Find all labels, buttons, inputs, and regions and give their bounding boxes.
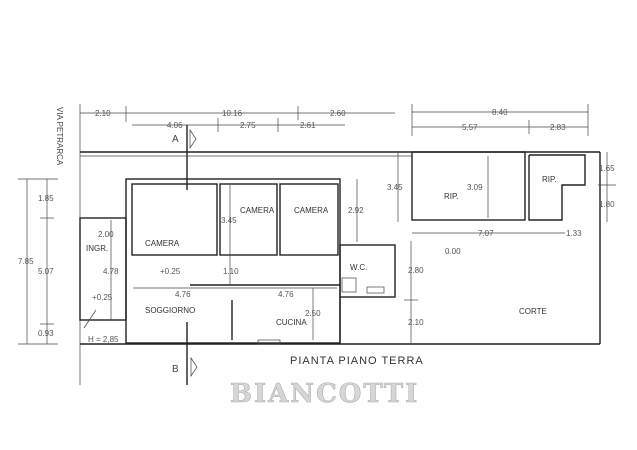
dim-rip2-a: 1.65 (599, 164, 615, 173)
dim-rip-h: 3.45 (387, 183, 403, 192)
dim-row2-c: 2.61 (300, 121, 316, 130)
plan-title: PIANTA PIANO TERRA (290, 355, 424, 367)
house-walls (79, 178, 396, 345)
dim-top-a: 2.10 (95, 109, 111, 118)
room-soggiorno: SOGGIORNO (145, 306, 195, 315)
dim-top-b: 10.16 (222, 109, 243, 118)
level-3: 0.00 (445, 247, 461, 256)
dim-ingr-h: 4.78 (103, 267, 119, 276)
section-mark-a: A (172, 134, 179, 145)
dim-right-total: 8.40 (492, 108, 508, 117)
section-mark-b: B (172, 364, 179, 375)
dim-rip-w: 7.07 (478, 229, 494, 238)
dimension-lines (18, 104, 616, 345)
level-1: +0.25 (160, 267, 181, 276)
level-2: +0.25 (92, 293, 113, 302)
dim-corridor: 1.10 (223, 267, 239, 276)
dim-cam3-w: 2.92 (348, 206, 364, 215)
room-cucina: CUCINA (276, 318, 307, 327)
dim-left-b: 5.07 (38, 267, 54, 276)
dim-cuc-w: 4.76 (278, 290, 294, 299)
room-wc: W.C. (350, 263, 367, 272)
dim-row2-b: 2.75 (240, 121, 256, 130)
dim-right-a: 5.57 (462, 123, 478, 132)
room-corte: CORTE (519, 307, 547, 316)
height-note: H = 2,85 (88, 335, 119, 344)
dim-right-b: 2.83 (550, 123, 566, 132)
storage-rooms (411, 151, 586, 221)
dim-cam-h: 3.45 (221, 216, 237, 225)
section-markers (186, 125, 198, 385)
room-ingresso: INGR. (86, 244, 108, 253)
dim-cuc-h: 2.50 (305, 309, 321, 318)
dim-rip-inner: 3.09 (467, 183, 483, 192)
dim-left-a: 1.85 (38, 194, 54, 203)
street-label: VIA PETRARCA (55, 107, 64, 166)
dim-left-c: 0.93 (38, 329, 54, 338)
dim-ingr-w: 2.00 (98, 230, 114, 239)
dim-rip-gap: 1.33 (566, 229, 582, 238)
room-camera-3: CAMERA (294, 206, 329, 215)
dim-corte-h: 2.10 (408, 318, 424, 327)
dim-left-total: 7.85 (18, 257, 34, 266)
dim-rip2-b: 1.80 (599, 200, 615, 209)
dim-sogg-w: 4.76 (175, 290, 191, 299)
watermark: BIANCOTTI (230, 379, 419, 409)
room-rip-1: RIP. (444, 192, 459, 201)
dim-wc-h: 2.80 (408, 266, 424, 275)
room-camera-2: CAMERA (240, 206, 275, 215)
dim-row2-a: 4.06 (167, 121, 183, 130)
dim-top-c: 2.60 (330, 109, 346, 118)
room-rip-2: RIP. (542, 175, 557, 184)
room-camera-1: CAMERA (145, 239, 180, 248)
